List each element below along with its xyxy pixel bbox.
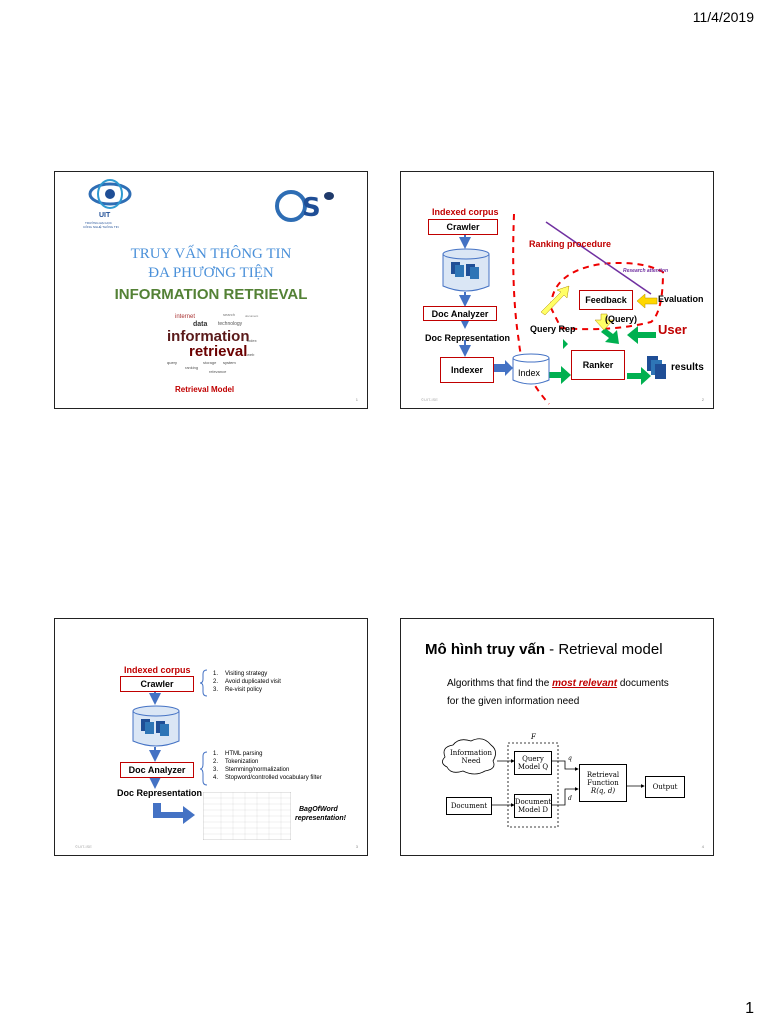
cloud-word: index	[247, 338, 257, 343]
output-box: Output	[645, 776, 685, 798]
title-rest: - Retrieval model	[545, 641, 663, 658]
label-d: d	[568, 795, 572, 802]
indexed-corpus-label: Indexed corpus	[432, 207, 499, 217]
crawler-policy-list: 1.Visiting strategy 2.Avoid duplicated v…	[213, 670, 281, 694]
slide-2-architecture: Indexed corpus Crawler Doc Analyzer Doc …	[400, 171, 714, 409]
list-item: 1.HTML parsing	[213, 751, 263, 757]
word-cloud: internet data technology search document…	[163, 308, 263, 376]
cloud-word: ranking	[185, 365, 199, 370]
label-f: F	[531, 733, 536, 741]
cloud-word: data	[193, 321, 208, 328]
corpus-database-icon	[132, 705, 180, 747]
analyzer-steps-list: 1.HTML parsing 2.Tokenization 3.Stemming…	[213, 750, 322, 782]
crawler-box: Crawler	[120, 676, 194, 692]
slide-footer: ©UIT-ISE	[75, 844, 92, 849]
uit-logo-text: UIT	[99, 212, 111, 219]
crawler-box: Crawler	[428, 219, 498, 235]
list-item: 3.Re-visit policy	[213, 687, 263, 693]
doc-analyzer-box: Doc Analyzer	[120, 762, 194, 778]
cloud-word: relevance	[209, 369, 227, 374]
bag-of-words-label-1: BagOfWord	[299, 806, 338, 813]
slide-number: 3	[355, 844, 358, 849]
most-relevant-emphasis: most relevant	[552, 678, 618, 689]
list-item: 4.Stopword/controlled vocabulary filter	[213, 775, 322, 781]
slide4-text-line-1: Algorithms that find the most relevant d…	[447, 678, 669, 689]
cloud-word: query	[167, 360, 178, 365]
query-rep-label: Query Rep	[530, 324, 576, 334]
list-item: 1.Visiting strategy	[213, 671, 268, 677]
title-bold: Mô hình truy vấn	[425, 641, 545, 658]
title-line-3: INFORMATION RETRIEVAL	[114, 286, 308, 303]
ranker-box: Ranker	[571, 350, 625, 380]
slide-footer: ©UIT-ISE	[421, 397, 438, 402]
cloud-word: web	[247, 352, 255, 357]
results-documents-icon	[647, 356, 666, 379]
label-q: q	[568, 755, 572, 762]
uit-caption-1: TRƯỜNG ĐẠI HỌC	[85, 221, 112, 225]
cloud-word: search	[223, 312, 236, 317]
slide-4-retrieval-model: Mô hình truy vấn - Retrieval model Algor…	[400, 618, 714, 856]
title-line-1: TRUY VẤN THÔNG TIN	[130, 246, 292, 262]
cloud-big-word-2: retrieval	[189, 343, 248, 360]
information-need-cloud: Information Need	[449, 749, 492, 765]
architecture-lines	[459, 213, 665, 405]
slide-1-title: UIT TRƯỜNG ĐẠI HỌC CÔNG NGHỆ THÔNG TIN S…	[54, 171, 368, 409]
slide-number: 1	[355, 397, 358, 402]
list-item: 2.Avoid duplicated visit	[213, 679, 281, 685]
research-attention-label: Research attention	[623, 268, 669, 274]
corpus-database-icon	[442, 248, 490, 292]
doc-analyzer-box: Doc Analyzer	[423, 306, 497, 321]
doc-representation-label: Doc Representation	[117, 788, 203, 798]
index-label: Index	[518, 368, 541, 378]
uit-logo-icon	[88, 179, 132, 209]
cloud-word: internet	[175, 314, 196, 320]
ranking-procedure-label: Ranking procedure	[529, 239, 612, 249]
results-label: results	[671, 362, 704, 373]
title-line-2: ĐA PHƯƠNG TIỆN	[148, 265, 274, 281]
evaluation-label: Evaluation	[658, 294, 704, 304]
query-model-box: Query Model Q	[514, 751, 552, 775]
uit-caption-2: CÔNG NGHỆ THÔNG TIN	[83, 225, 119, 229]
document-box: Document	[446, 797, 492, 815]
user-label: User	[658, 322, 687, 337]
retrieval-function-box: Retrieval Function R(q, d)	[579, 764, 627, 802]
slide-number: 4	[701, 844, 704, 849]
slide4-title: Mô hình truy vấn - Retrieval model	[425, 641, 663, 658]
doc-representation-label: Doc Representation	[425, 333, 511, 343]
retrieval-model-diagram	[442, 738, 645, 828]
slide4-text-line-2: for the given information need	[447, 696, 580, 707]
indexer-box: Indexer	[440, 357, 494, 383]
slide-3-indexing: Indexed corpus Crawler 1.Visiting strate…	[54, 618, 368, 856]
list-item: 2.Tokenization	[213, 759, 259, 765]
page-date: 11/4/2019	[692, 9, 754, 25]
list-item: 3.Stemming/normalization	[213, 767, 290, 773]
feedback-box: Feedback	[579, 290, 633, 310]
cloud-word: system	[223, 360, 236, 365]
cloud-word: technology	[218, 321, 243, 327]
slide-number: 2	[701, 397, 704, 402]
query-label: (Query)	[605, 314, 638, 324]
cloud-word: document	[245, 314, 259, 318]
page-number: 1	[745, 1000, 754, 1017]
bag-of-words-matrix-image	[203, 792, 291, 840]
indexed-corpus-label: Indexed corpus	[124, 665, 191, 675]
slide1-subtitle: Retrieval Model	[175, 385, 235, 394]
cloud-word: storage	[203, 360, 217, 365]
cs-logo-icon: S	[275, 190, 334, 223]
cloud-big-word-1: information	[167, 328, 250, 345]
document-model-box: Document Model D	[514, 794, 552, 818]
index-database-icon	[512, 353, 550, 385]
svg-text:S: S	[302, 193, 321, 223]
bag-of-words-label-2: representation!	[295, 815, 346, 822]
